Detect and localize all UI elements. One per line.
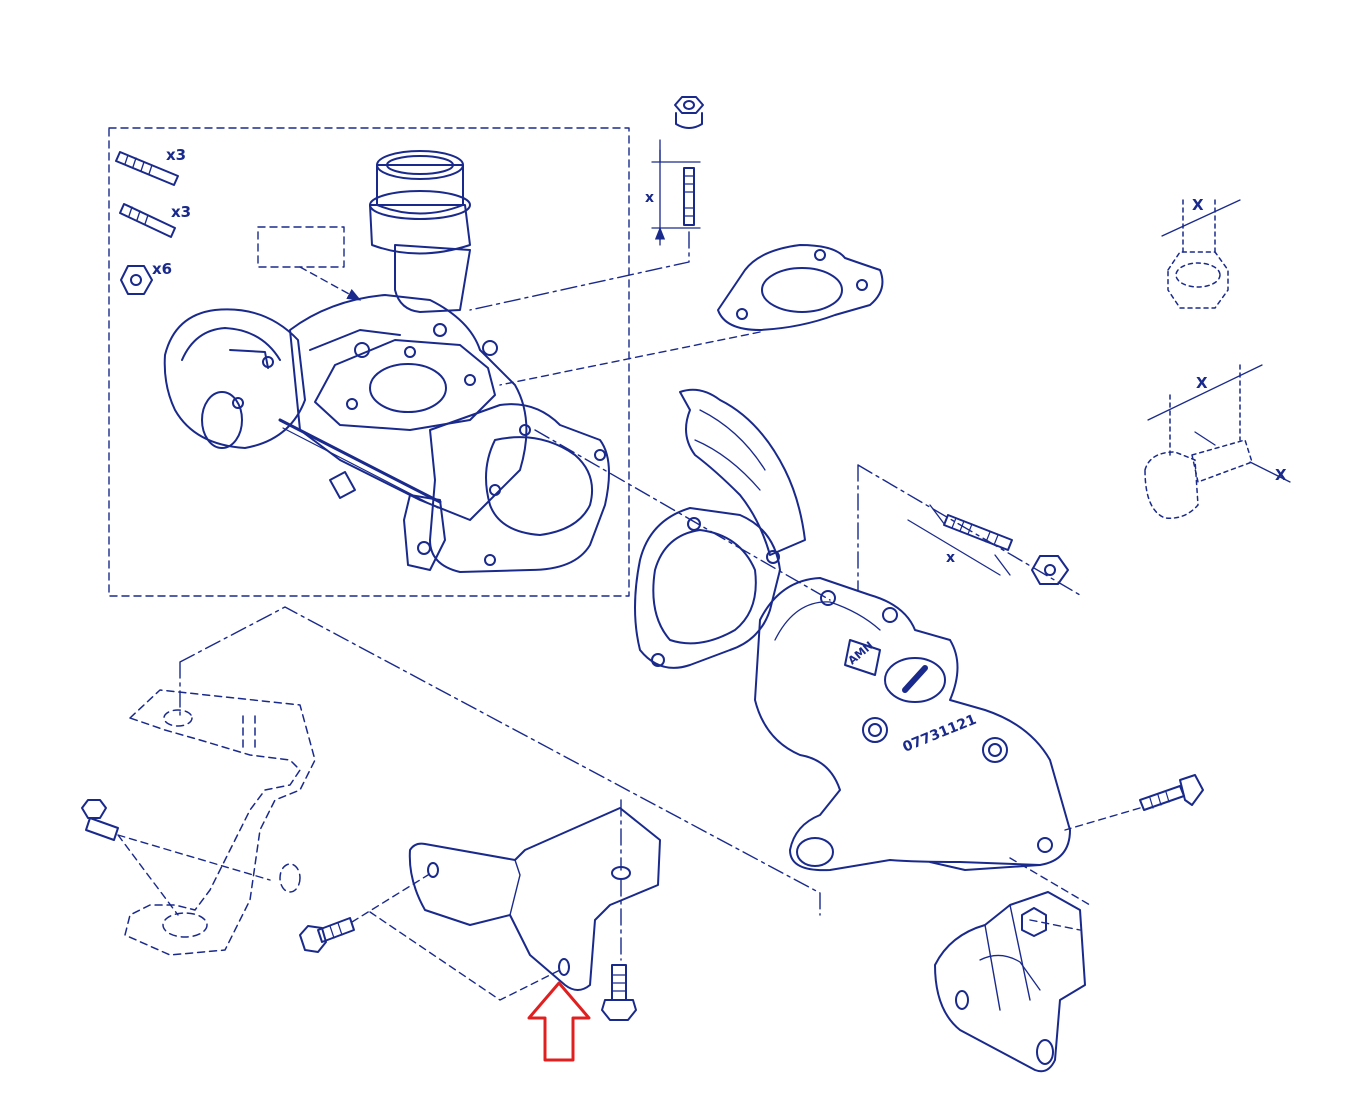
side-bolt-leader bbox=[1064, 807, 1141, 831]
left-bolt-icon bbox=[81, 799, 119, 841]
manifold-part-number: 07731121 bbox=[901, 712, 979, 756]
manifold-stud-icon bbox=[943, 514, 1013, 551]
manifold-side-bolt-icon bbox=[1139, 774, 1204, 811]
top-stud-leader bbox=[469, 231, 690, 311]
stud-kit-b-icon bbox=[119, 203, 176, 238]
stud-kit-a-icon bbox=[115, 151, 179, 186]
nut-detail-icon bbox=[1167, 199, 1229, 309]
dim-label-top-stud: x bbox=[645, 190, 654, 206]
nut-detail-dim bbox=[1161, 199, 1241, 237]
heat-shield bbox=[679, 388, 806, 556]
dim-label-manifold-stud: x bbox=[946, 550, 955, 566]
dim-label-nut-detail: X bbox=[1192, 196, 1204, 214]
exhaust-manifold bbox=[754, 577, 1071, 872]
bracket-bolt-bottom-icon bbox=[601, 964, 637, 1021]
manifold-nut-leader bbox=[857, 464, 1081, 596]
left-bolt-leaders bbox=[117, 834, 271, 916]
qty-label-studs-b: x3 bbox=[171, 203, 191, 221]
bracket-bolt-left-icon bbox=[299, 917, 355, 953]
turbo-manifold-centerline bbox=[534, 429, 831, 601]
lower-right-leader bbox=[1009, 857, 1091, 931]
bolt-detail-icon bbox=[1144, 364, 1253, 519]
top-nut-icon bbox=[674, 96, 704, 129]
turbo-kit-frame bbox=[108, 127, 630, 597]
gasket-leader bbox=[499, 331, 761, 386]
dim-label-bolt-side: X bbox=[1275, 466, 1287, 484]
turbo-flange-gasket bbox=[717, 244, 884, 331]
placeholder-leader bbox=[299, 266, 362, 301]
dim-label-bolt-top: X bbox=[1196, 374, 1208, 392]
nut-kit-icon bbox=[120, 265, 153, 295]
qty-label-nuts: x6 bbox=[152, 260, 172, 278]
bolt-detail-dim-side bbox=[1194, 431, 1291, 483]
ghost-bracket-leader bbox=[179, 606, 821, 916]
turbocharger bbox=[163, 150, 610, 573]
support-bracket bbox=[408, 807, 661, 991]
bracket-bolt-left-leader bbox=[351, 874, 561, 1001]
red-up-arrow-icon bbox=[527, 981, 591, 1062]
ghost-bracket bbox=[124, 689, 316, 956]
manifold-nut-icon bbox=[1031, 555, 1069, 585]
label-placeholder-box bbox=[257, 226, 345, 268]
qty-label-studs-a: x3 bbox=[166, 146, 186, 164]
lower-right-bracket bbox=[934, 891, 1086, 1073]
manifold-stud-dim bbox=[907, 504, 1011, 576]
top-stud-icon bbox=[683, 167, 695, 226]
manifold-gasket bbox=[634, 507, 781, 669]
bolt-detail-dim-top bbox=[1147, 364, 1263, 421]
